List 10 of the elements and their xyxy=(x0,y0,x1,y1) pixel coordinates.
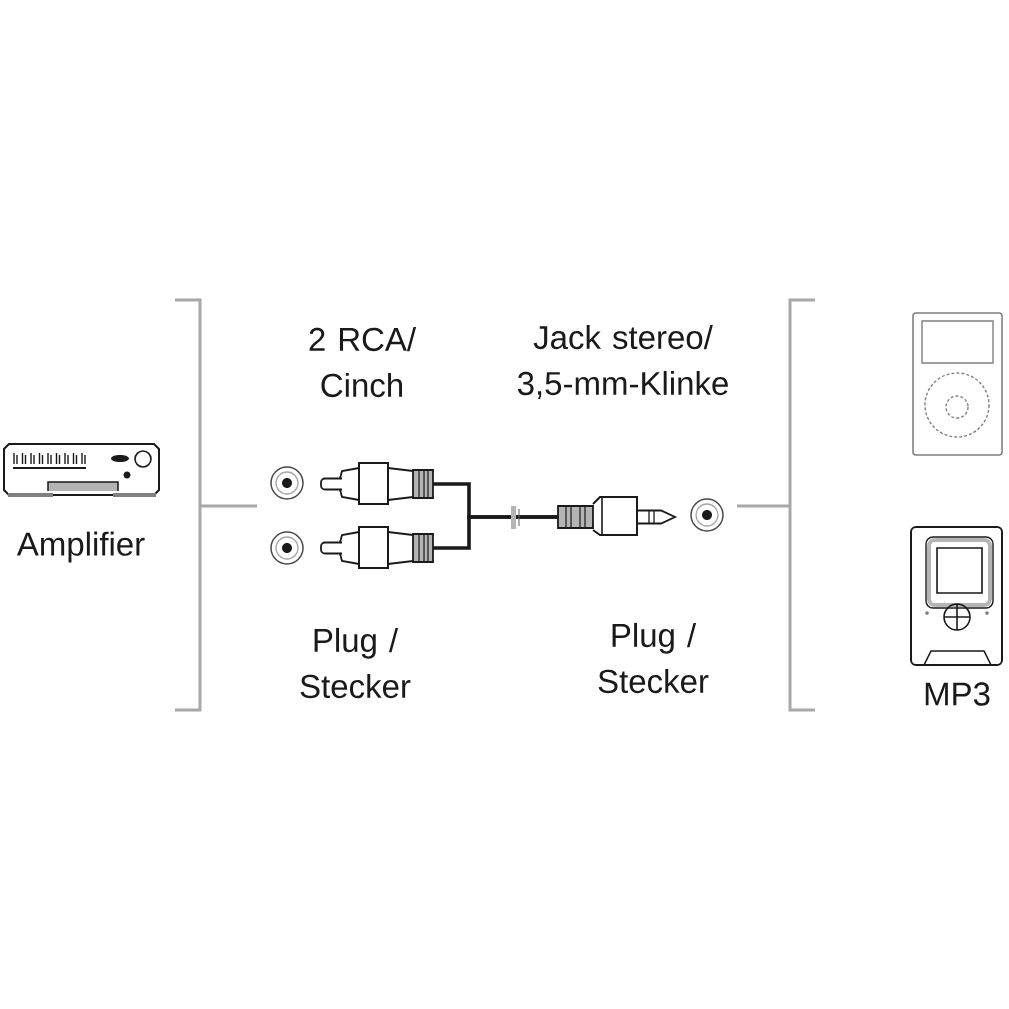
connector-label: 2 RCA/ Cinch xyxy=(309,326,417,398)
rca-plug xyxy=(320,462,434,505)
cable xyxy=(433,515,558,550)
device-label: Amplifier xyxy=(16,531,145,563)
rca-plug xyxy=(320,526,434,569)
connector-label: Jack stereo/ 3,5-mm-Klinke xyxy=(517,324,728,400)
connector-label: Plug / Stecker xyxy=(300,627,411,699)
device-label: MP3 xyxy=(925,682,990,706)
connector-label: Plug / Stecker xyxy=(598,622,709,694)
jack-plug xyxy=(557,496,678,536)
